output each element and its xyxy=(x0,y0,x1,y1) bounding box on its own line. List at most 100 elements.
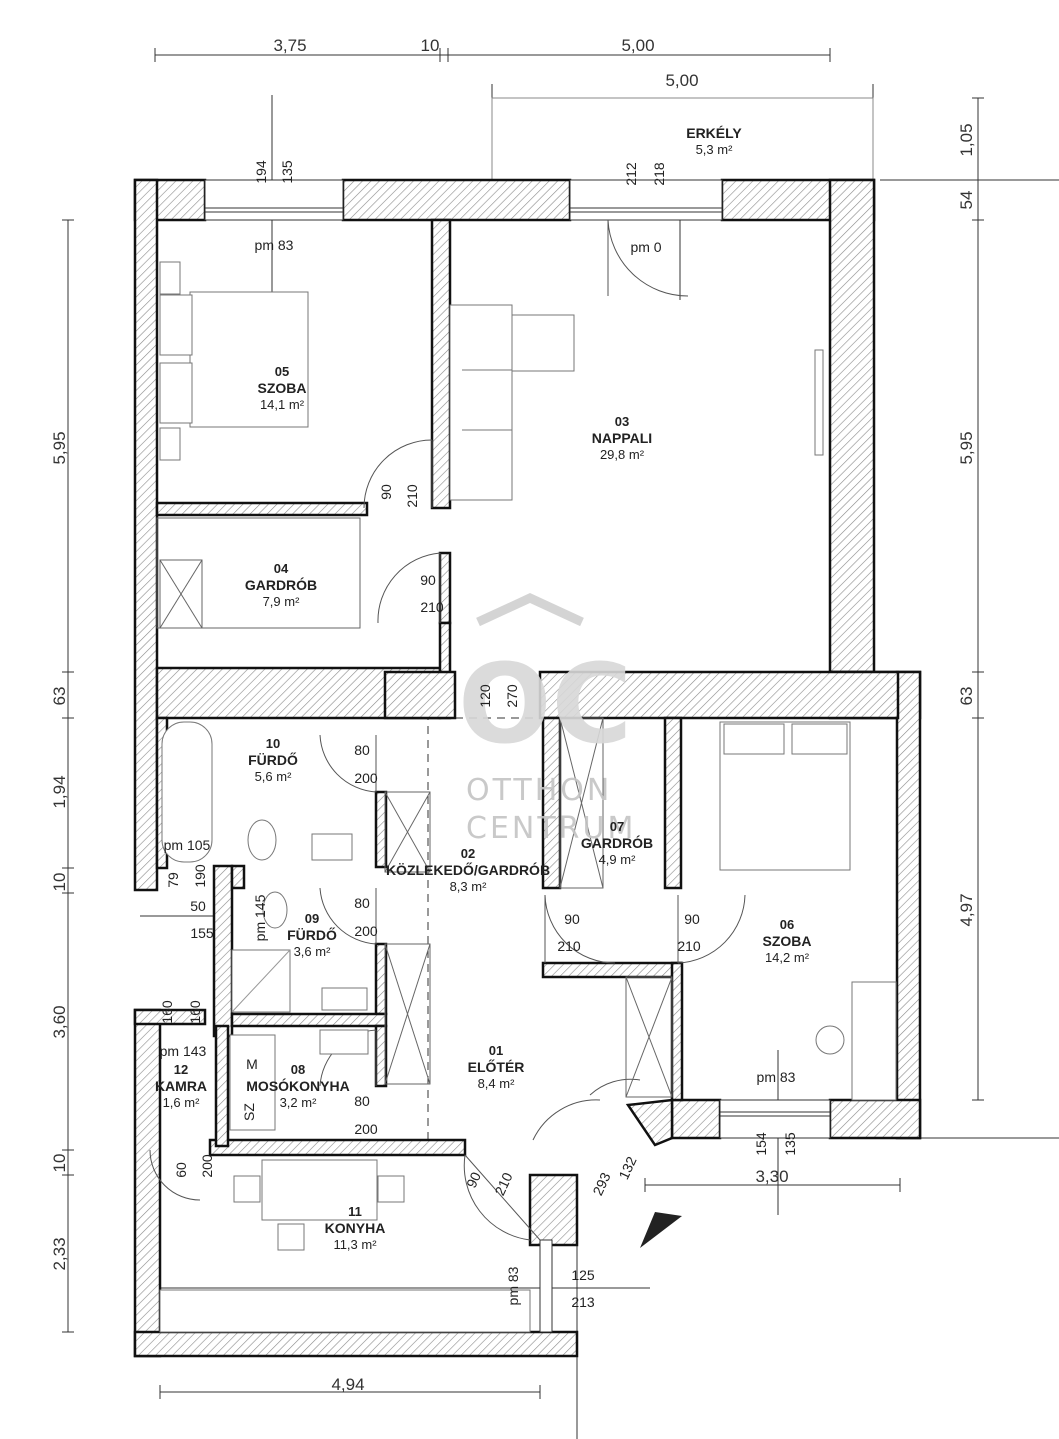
room-07-area: 4,9 m² xyxy=(599,852,637,867)
dim-right-5: 4,97 xyxy=(957,893,976,926)
dim-left-5: 3,60 xyxy=(50,1005,69,1038)
balcony-label: ERKÉLY 5,3 m² xyxy=(686,125,742,157)
d-entry-b: 210 xyxy=(491,1170,515,1198)
pm12: pm 143 xyxy=(160,1043,207,1059)
l213: 213 xyxy=(571,1294,595,1310)
room-05: 05 SZOBA 14,1 m² xyxy=(258,364,307,412)
dim-bottom-room06: 3,30 xyxy=(755,1167,788,1186)
d12-b: 200 xyxy=(199,1154,215,1178)
north-arrow-icon xyxy=(640,1212,682,1248)
room-03-no: 03 xyxy=(615,414,629,429)
d04-w: 90 xyxy=(420,572,436,588)
room-01-no: 01 xyxy=(489,1043,503,1058)
room-08-name: MOSÓKONYHA xyxy=(246,1077,349,1094)
l50: 50 xyxy=(190,898,206,914)
d05-w: 90 xyxy=(378,484,394,500)
room-06-no: 06 xyxy=(780,917,794,932)
room-11-area: 11,3 m² xyxy=(333,1237,377,1252)
l155: 155 xyxy=(190,925,214,941)
dim-left-6: 10 xyxy=(50,1154,69,1173)
room-01: 01 ELŐTÉR 8,4 m² xyxy=(468,1043,525,1091)
dim-left-3: 1,94 xyxy=(50,775,69,808)
dim-balcony-width: 5,00 xyxy=(665,71,698,90)
room-07-no: 07 xyxy=(610,819,624,834)
room-06: 06 SZOBA 14,2 m² xyxy=(763,917,812,965)
room-11-no: 11 xyxy=(348,1204,362,1219)
wardrobe-units xyxy=(156,517,673,1098)
room-08-area: 3,2 m² xyxy=(280,1095,318,1110)
room-labels: ERKÉLY 5,3 m² 05 SZOBA 14,1 m² 03 NAPPAL… xyxy=(155,125,812,1252)
room-08-no: 08 xyxy=(291,1062,305,1077)
dim-top-left: 3,75 xyxy=(273,36,306,55)
win05-b: 135 xyxy=(279,160,295,184)
watermark-logo: OC xyxy=(458,640,632,768)
room-05-no: 05 xyxy=(275,364,289,379)
win05-a: 194 xyxy=(253,160,269,184)
dim-right-1: 1,05 xyxy=(957,123,976,156)
d12-a: 60 xyxy=(173,1162,189,1178)
balcony-outline xyxy=(491,97,874,181)
dim-right-2: 54 xyxy=(957,191,976,210)
room-12-area: 1,6 m² xyxy=(163,1095,201,1110)
d04-h: 210 xyxy=(420,599,444,615)
pm11: pm 83 xyxy=(505,1266,521,1305)
d09-h: 200 xyxy=(354,923,378,939)
dimension-labels: 3,75 10 5,00 5,00 5,95 63 1,94 10 3,60 1… xyxy=(50,36,976,1394)
d06-h: 210 xyxy=(677,938,701,954)
room-05-area: 14,1 m² xyxy=(260,397,305,412)
dim-top-gap: 10 xyxy=(421,36,440,55)
wash-sz: SZ xyxy=(241,1103,257,1121)
d08-w: 80 xyxy=(354,1093,370,1109)
dim-left-4: 10 xyxy=(50,873,69,892)
room-04: 04 GARDRÓB 7,9 m² xyxy=(245,561,317,609)
room-01-name: ELŐTÉR xyxy=(468,1058,525,1075)
d06-w: 90 xyxy=(684,911,700,927)
win03-a: 212 xyxy=(623,162,639,186)
l190: 190 xyxy=(192,864,208,888)
d-diag-b: 293 xyxy=(589,1170,613,1198)
balcony-name: ERKÉLY xyxy=(686,125,742,141)
pm06: pm 83 xyxy=(757,1069,796,1085)
room-02-no: 02 xyxy=(461,846,475,861)
door-window-labels: 194 135 pm 83 212 218 pm 0 90 210 90 210… xyxy=(159,160,798,1310)
d-hall-b: 270 xyxy=(504,684,520,708)
d09-w: 80 xyxy=(354,895,370,911)
room-08: 08 MOSÓKONYHA 3,2 m² xyxy=(246,1062,349,1110)
room-03: 03 NAPPALI 29,8 m² xyxy=(592,414,652,462)
dim-left-7: 2,33 xyxy=(50,1237,69,1270)
room-04-no: 04 xyxy=(274,561,289,576)
pm10: pm 105 xyxy=(164,837,211,853)
room-05-name: SZOBA xyxy=(258,380,307,396)
watermark-line1: OTTHON xyxy=(466,773,612,808)
room-07-name: GARDRÓB xyxy=(581,834,653,851)
d10-w: 80 xyxy=(354,742,370,758)
room-11-name: KONYHA xyxy=(325,1220,386,1236)
room-03-area: 29,8 m² xyxy=(600,447,645,462)
l79: 79 xyxy=(165,872,181,888)
d-entry-a: 90 xyxy=(463,1169,484,1190)
watermark: OC OTTHON CENTRUM xyxy=(458,593,633,846)
dim-bottom-kitchen: 4,94 xyxy=(331,1375,364,1394)
room-12: 12 KAMRA 1,6 m² xyxy=(155,1062,207,1110)
room-06-name: SZOBA xyxy=(763,933,812,949)
furniture xyxy=(159,261,897,1333)
d07-w: 90 xyxy=(564,911,580,927)
room-10-no: 10 xyxy=(266,736,280,751)
room-02: 02 KÖZLEKEDŐ/GARDRÓB 8,3 m² xyxy=(386,846,550,894)
win03-b: 218 xyxy=(651,162,667,186)
win06-a: 154 xyxy=(753,1132,769,1156)
room-02-name: KÖZLEKEDŐ/GARDRÓB xyxy=(386,861,550,878)
l125: 125 xyxy=(571,1267,595,1283)
room-04-area: 7,9 m² xyxy=(263,594,301,609)
room-01-area: 8,4 m² xyxy=(478,1076,516,1091)
room-09-name: FÜRDŐ xyxy=(287,926,337,943)
room-02-area: 8,3 m² xyxy=(450,879,488,894)
l160a: 160 xyxy=(159,1000,175,1024)
windows xyxy=(204,179,831,1333)
win06-b: 135 xyxy=(782,1132,798,1156)
walls xyxy=(133,178,922,1358)
dim-right-4: 63 xyxy=(957,687,976,706)
pm09: pm 145 xyxy=(252,894,268,941)
dim-right-3: 5,95 xyxy=(957,431,976,464)
